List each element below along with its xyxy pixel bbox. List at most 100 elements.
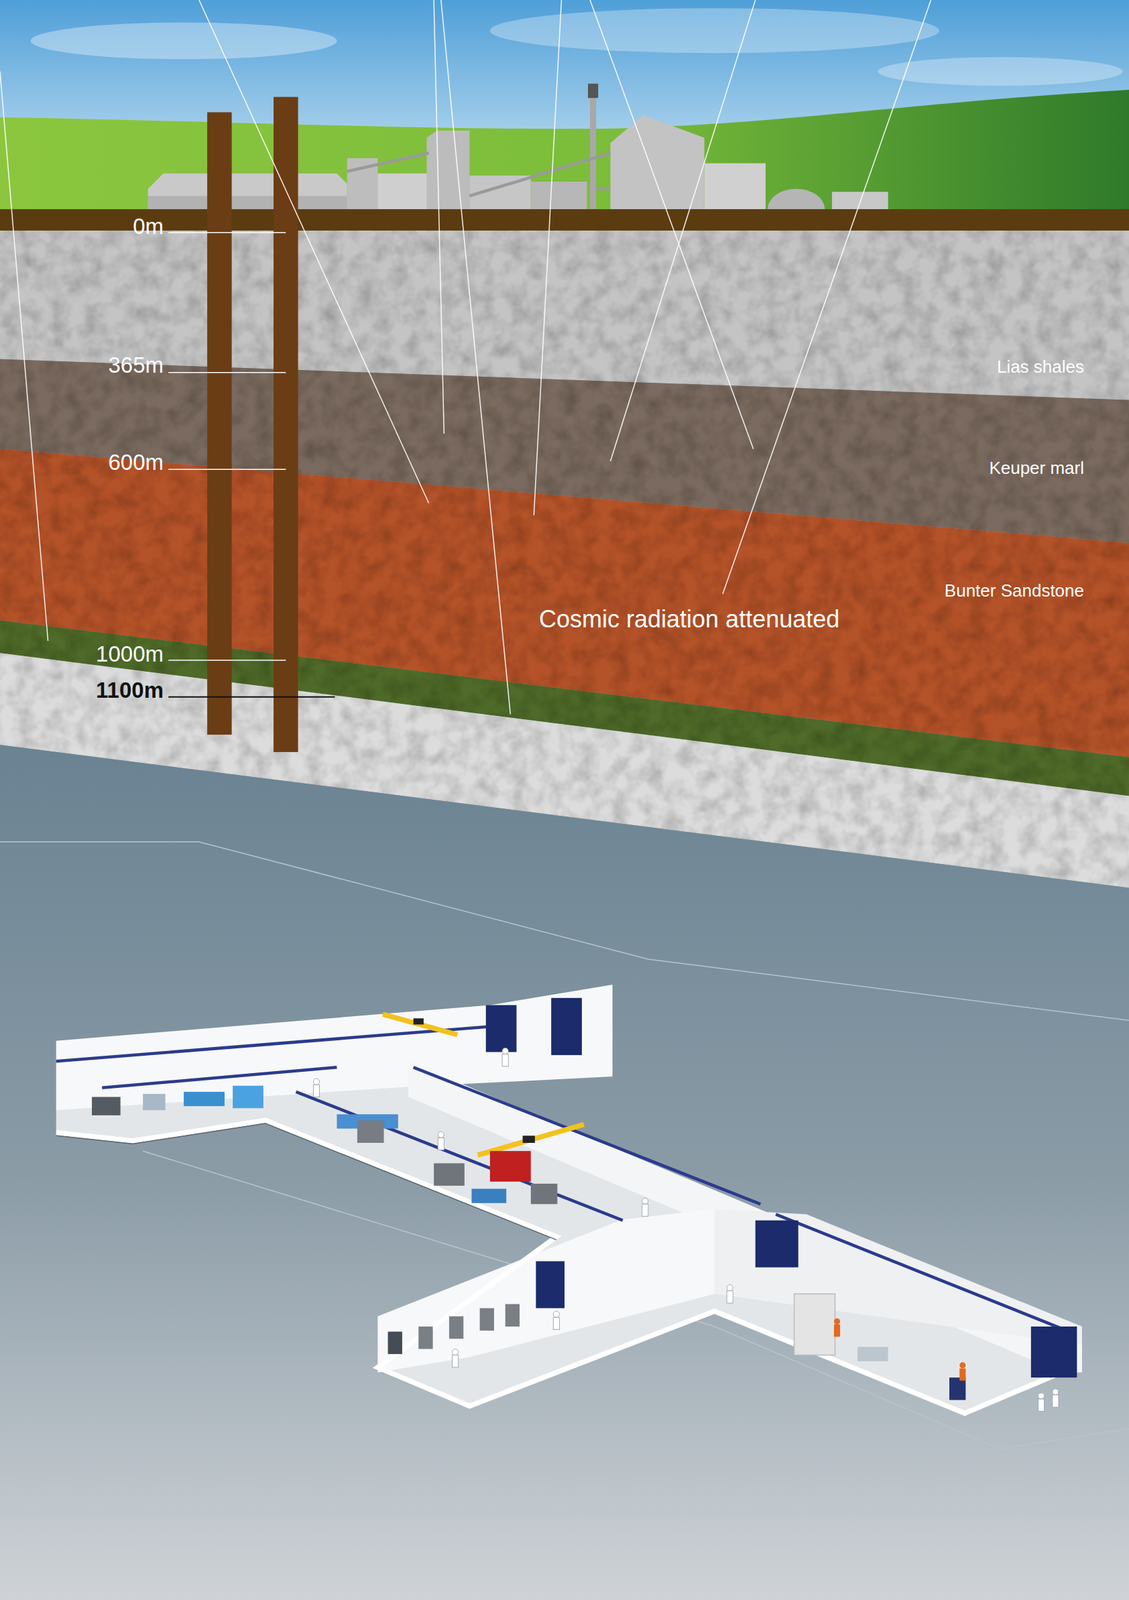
depth-label: 0m [132,213,164,239]
underground-laboratory-part [313,1047,1059,1412]
underground-laboratory-part [413,1067,761,1205]
underground-laboratory-part [452,1349,459,1356]
underground-laboratory-part [413,1018,424,1025]
cosmic-ray-lines-part [0,71,49,641]
underground-laboratory-part [1037,1399,1044,1412]
underground-laboratory-part [522,1135,536,1144]
depth-label: 600m [107,449,164,475]
underground-laboratory-part [1052,1389,1059,1396]
cosmic-ray-lines-part [533,0,562,516]
depth-markers-part [168,372,286,374]
underground-laboratory-part [857,1346,889,1361]
lab-cavern [0,744,1129,1600]
underground-laboratory-part [949,1377,966,1400]
underground-laboratory-part [834,1318,966,1382]
stratum-label-wrap: Keuper marl [988,458,1085,479]
stratum-label: Lias shales [996,356,1085,377]
underground-laboratory-part [418,1326,433,1349]
stratum-label: Keuper marl [988,457,1085,479]
cosmic-ray-lines-part [589,0,754,450]
underground-laboratory-part [551,998,582,1056]
depth-label: 1000m [95,641,164,667]
callout-label: Cosmic radiation attenuated [539,605,840,633]
underground-laboratory-part [232,1086,264,1109]
surface-buildings-part [148,173,348,210]
underground-laboratory-part [480,1308,495,1331]
underground-laboratory-part [834,1324,841,1337]
surface-buildings-part [596,187,611,191]
underground-laboratory-part [56,1123,557,1241]
hills-part [0,89,1129,215]
sky-part [0,0,1129,215]
surface-buildings-part [148,195,348,210]
depth-label-wrap: 0m [132,213,164,240]
underground-laboratory-part [502,1054,509,1067]
underground-laboratory-part [959,1362,966,1369]
underground-laboratory-part [714,1209,1083,1345]
underground-laboratory-part [296,1092,623,1221]
surface-buildings [148,83,889,210]
depth-label-wrap: 1100m [95,677,164,704]
underground-laboratory-part [1037,1393,1044,1400]
underground-laboratory-part [726,1291,733,1304]
underground-laboratory-part [313,1078,320,1085]
depth-markers-part [168,659,286,662]
mine-shafts [207,97,299,753]
cosmic-ray-lines-part [199,0,430,504]
surface-buildings-part [426,130,470,210]
sky-part [877,56,1123,86]
underground-laboratory-part [834,1318,841,1325]
underground-laboratory-part [959,1368,966,1381]
lab-cavern-part [0,744,1129,1600]
underground-laboratory-part [478,1124,584,1156]
underground-laboratory-part [1052,1395,1059,1408]
surface-buildings-part [610,115,705,210]
surface-buildings-part [767,189,825,210]
depth-label-wrap: 365m [107,352,164,379]
ground-surface [0,209,1129,232]
underground-laboratory-part [56,984,613,1111]
underground-laboratory-part [433,1163,465,1186]
underground-laboratory-part [91,1096,121,1115]
cosmic-ray-lines-part [722,0,932,594]
cosmic-ray-lines-part [441,0,511,715]
cosmic-ray-lines-part [610,0,756,462]
underground-laboratory-part [357,1120,385,1144]
underground-laboratory-part [388,1332,403,1355]
underground-laboratory-part [490,1151,531,1182]
depth-markers-part [168,231,286,234]
underground-laboratory-part [183,1092,225,1107]
depth-label: 365m [107,352,164,378]
mine-shafts-part [273,97,299,753]
underground-laboratory-part [1031,1326,1078,1378]
underground-laboratory-part [755,1220,799,1268]
stratum-label: Bunter Sandstone [944,580,1085,601]
surface-buildings-part [589,83,597,210]
surface-buildings-part [347,152,430,171]
underground-laboratory-part [452,1355,459,1368]
cosmic-ray-lines-part [433,0,444,434]
depth-label-wrap: 600m [107,449,164,476]
surface-buildings-part [587,83,599,98]
ground-surface-part [0,209,1129,232]
sky [0,0,1129,215]
surface-buildings-part [832,191,889,210]
underground-laboratory-part [142,1094,165,1111]
underground-laboratory-part [553,1317,560,1330]
underground-laboratory-part [794,1293,836,1355]
underground-laboratory-part [382,1014,458,1035]
surface-buildings-part [530,181,588,210]
surface-buildings-part [704,163,766,210]
depth-label: 1100m [95,677,164,703]
underground-laboratory-part [449,1316,464,1339]
underground-laboratory [56,984,1083,1414]
callout-label-wrap: Cosmic radiation attenuated [539,605,840,633]
sky-part [490,8,940,53]
depth-markers-part [168,696,335,698]
hills [0,89,1129,215]
surface-buildings-part [377,173,429,210]
depth-markers-part [168,469,286,471]
underground-laboratory-part [502,1047,509,1054]
underground-laboratory-part [642,1198,649,1205]
